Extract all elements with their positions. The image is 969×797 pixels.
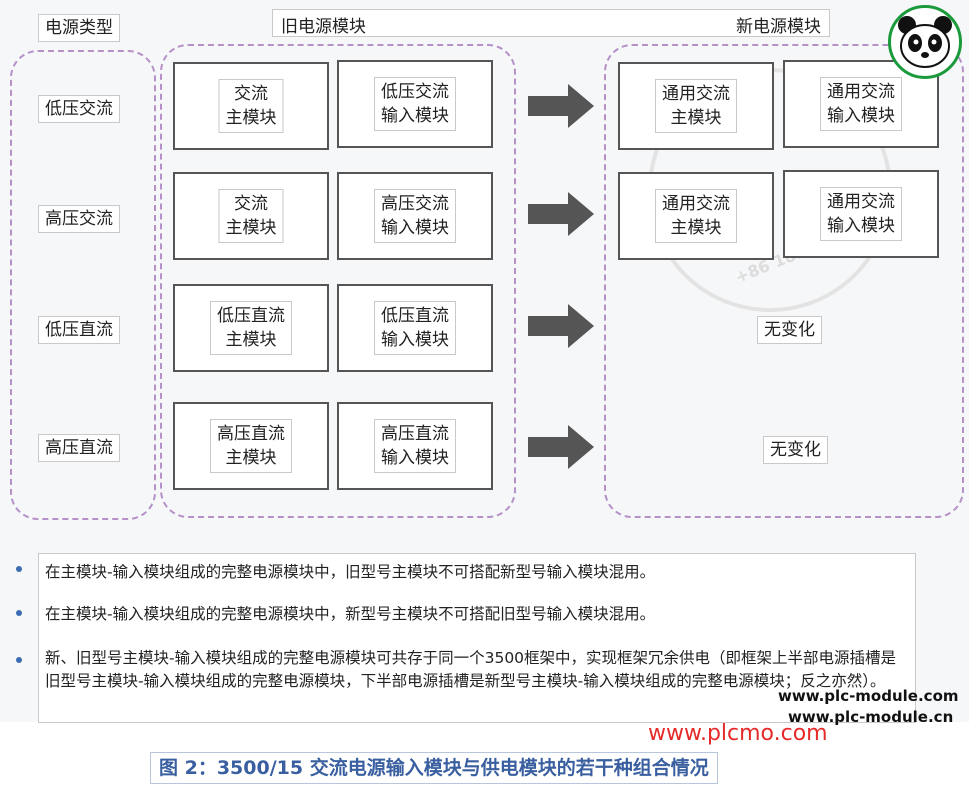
- no-change-label: 无变化: [757, 316, 822, 344]
- old-main-module-2: 交流主模块: [173, 172, 329, 260]
- old-main-module-1: 交流主模块: [173, 62, 329, 150]
- watermark-site-plcmo: www.plcmo.com: [648, 721, 828, 746]
- old-main-module-2-text: 交流主模块: [218, 189, 284, 243]
- old-module-group: [160, 44, 516, 518]
- old-label: 旧电源模块: [281, 17, 366, 37]
- arrow-right-icon: [528, 192, 594, 236]
- old-main-module-4: 高压直流主模块: [173, 402, 329, 490]
- note-2: 在主模块-输入模块组成的完整电源模块中，新型号主模块不可搭配旧型号输入模块混用。: [45, 605, 656, 623]
- bullet-icon: [16, 657, 22, 663]
- watermark-site-cn: www.plc-module.cn: [788, 708, 954, 726]
- old-input-module-4-text: 高压直流输入模块: [374, 419, 456, 473]
- old-main-module-3: 低压直流主模块: [173, 284, 329, 372]
- note-3: 新、旧型号主模块-输入模块组成的完整电源模块可共存于同一个3500框架中，实现框…: [45, 649, 897, 690]
- old-input-module-1: 低压交流输入模块: [337, 60, 493, 148]
- old-main-module-3-text: 低压直流主模块: [210, 301, 292, 355]
- arrow-right-icon: [528, 304, 594, 348]
- new-input-module-1-text: 通用交流输入模块: [820, 77, 902, 131]
- new-input-module-2: 通用交流输入模块: [783, 170, 939, 258]
- old-main-module-1-text: 交流主模块: [218, 79, 284, 133]
- old-input-module-1-text: 低压交流输入模块: [374, 77, 456, 131]
- new-input-module-2-text: 通用交流输入模块: [820, 187, 902, 241]
- new-label: 新电源模块: [736, 17, 821, 37]
- bullet-icon: [16, 566, 22, 572]
- old-new-header: 旧电源模块 新电源模块: [272, 9, 830, 37]
- type-low-ac: 低压交流: [38, 95, 120, 123]
- new-main-module-2: 通用交流主模块: [618, 172, 774, 260]
- new-main-module-1: 通用交流主模块: [618, 62, 774, 150]
- old-input-module-2: 高压交流输入模块: [337, 172, 493, 260]
- type-high-ac: 高压交流: [38, 205, 120, 233]
- notes-box: 在主模块-输入模块组成的完整电源模块中，旧型号主模块不可搭配新型号输入模块混用。…: [38, 553, 916, 723]
- old-main-module-4-text: 高压直流主模块: [210, 419, 292, 473]
- diagram-panel: +86 18106083675 电源类型 旧电源模块 新电源模块 低压交流 高压…: [10, 9, 964, 723]
- panda-logo-icon: [888, 5, 962, 79]
- no-change-label: 无变化: [763, 436, 828, 464]
- new-module-group: [604, 44, 964, 518]
- new-main-module-2-text: 通用交流主模块: [655, 189, 737, 243]
- new-main-module-1-text: 通用交流主模块: [655, 79, 737, 133]
- type-low-dc: 低压直流: [38, 316, 120, 344]
- old-input-module-3-text: 低压直流输入模块: [374, 301, 456, 355]
- type-group: [10, 50, 156, 520]
- note-1: 在主模块-输入模块组成的完整电源模块中，旧型号主模块不可搭配新型号输入模块混用。: [45, 563, 656, 581]
- old-input-module-3: 低压直流输入模块: [337, 284, 493, 372]
- bullet-icon: [16, 610, 22, 616]
- figure-caption: 图 2：3500/15 交流电源输入模块与供电模块的若干种组合情况: [150, 752, 718, 784]
- watermark-site-com: www.plc-module.com: [778, 687, 959, 705]
- new-input-module-1: 通用交流输入模块: [783, 60, 939, 148]
- arrow-right-icon: [528, 84, 594, 128]
- old-input-module-2-text: 高压交流输入模块: [374, 189, 456, 243]
- type-high-dc: 高压直流: [38, 434, 120, 462]
- type-label: 电源类型: [38, 14, 120, 42]
- old-input-module-4: 高压直流输入模块: [337, 402, 493, 490]
- arrow-right-icon: [528, 425, 594, 469]
